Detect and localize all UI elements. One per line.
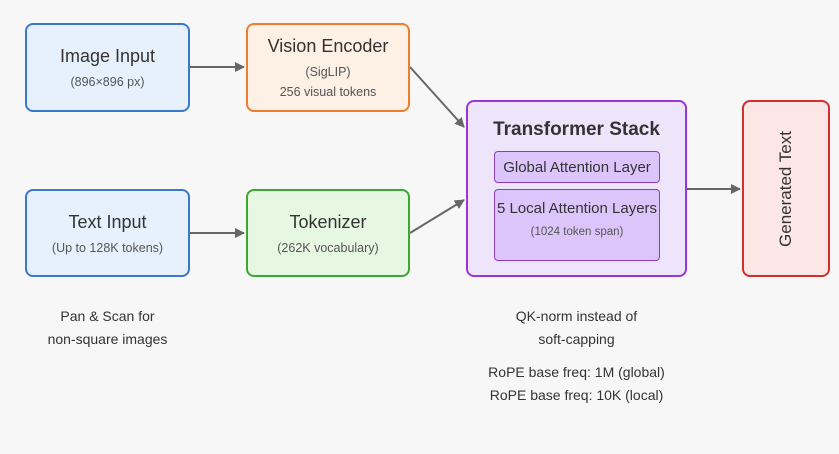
arrow-tokenizer-to-transformer	[409, 199, 465, 234]
qk-norm-note: QK-norm instead of soft-capping	[466, 305, 687, 351]
rope-local-note: RoPE base freq: 10K (local)	[489, 387, 664, 403]
tokenizer-box: Tokenizer (262K vocabulary)	[246, 189, 410, 277]
tokenizer-title: Tokenizer	[289, 211, 367, 232]
rope-global-note: RoPE base freq: 1M (global)	[488, 364, 665, 380]
generated-text-box: Generated Text	[742, 100, 830, 277]
local-attention-label: 5 Local Attention Layers	[496, 200, 658, 217]
vision-encoder-box: Vision Encoder (SigLIP) 256 visual token…	[246, 23, 410, 112]
pan-scan-note-line2: non-square images	[47, 331, 168, 347]
pan-scan-note-line1: Pan & Scan for	[60, 308, 155, 324]
transformer-stack-box: Transformer Stack Global Attention Layer…	[466, 100, 687, 277]
arrow-encoder-to-transformer	[409, 66, 465, 128]
image-input-title: Image Input	[59, 46, 156, 66]
local-attention-span: (1024 token span)	[530, 226, 624, 238]
text-input-subtitle: (Up to 128K tokens)	[51, 240, 164, 255]
local-attention-layers: 5 Local Attention Layers (1024 token spa…	[494, 189, 660, 261]
tokenizer-subtitle: (262K vocabulary)	[277, 240, 379, 255]
qk-norm-note-line1: QK-norm instead of	[515, 308, 638, 324]
vision-encoder-detail: 256 visual tokens	[279, 85, 377, 99]
generated-text-label: Generated Text	[776, 130, 795, 247]
pan-scan-note: Pan & Scan for non-square images	[25, 305, 190, 351]
rope-note: RoPE base freq: 1M (global) RoPE base fr…	[466, 361, 687, 407]
vision-encoder-title: Vision Encoder	[267, 36, 389, 56]
text-input-title: Text Input	[68, 211, 147, 232]
vision-encoder-subtitle: (SigLIP)	[305, 65, 351, 79]
qk-norm-note-line2: soft-capping	[538, 331, 615, 347]
text-input-box: Text Input (Up to 128K tokens)	[25, 189, 190, 277]
transformer-stack-title: Transformer Stack	[493, 119, 660, 140]
global-attention-label: Global Attention Layer	[503, 158, 651, 176]
global-attention-layer: Global Attention Layer	[494, 151, 660, 183]
image-input-subtitle: (896×896 px)	[70, 75, 145, 89]
image-input-box: Image Input (896×896 px)	[25, 23, 190, 112]
